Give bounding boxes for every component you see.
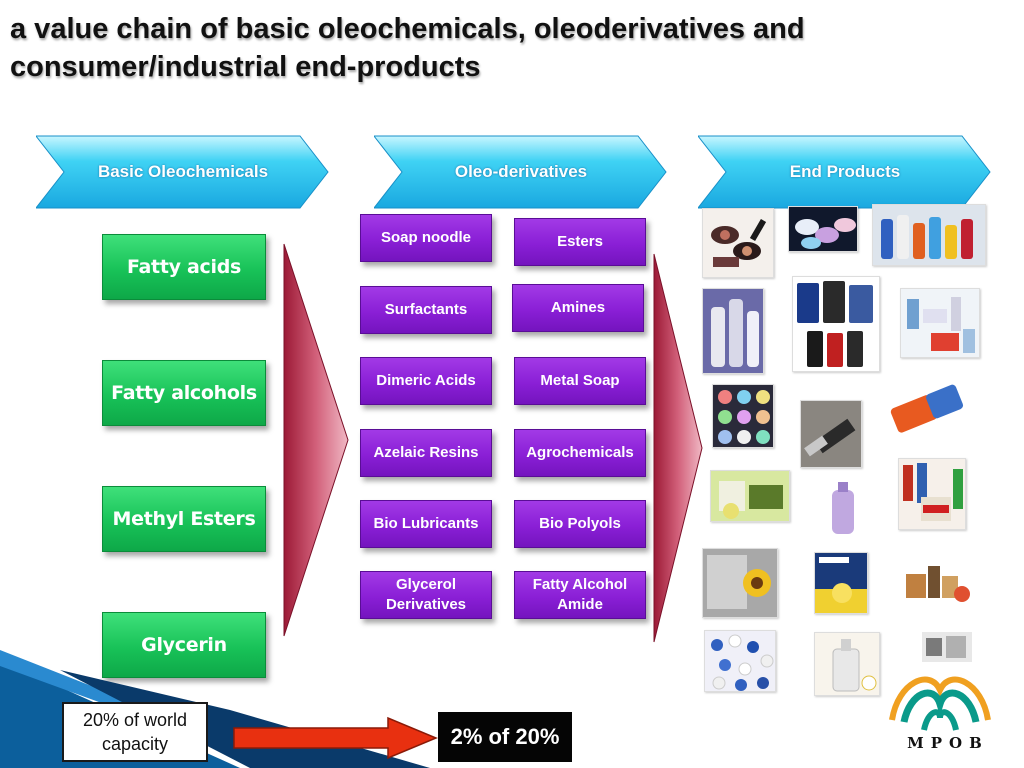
header-basic-oleochemicals: Basic Oleochemicals [36, 134, 330, 210]
product-image-personal-care [900, 288, 980, 358]
derivative-fatty-alcohol-amide: Fatty Alcohol Amide [514, 571, 646, 619]
derivative-soap-noodle: Soap noodle [360, 214, 492, 262]
product-image-scraper-tool [800, 400, 862, 468]
world-capacity-box: 20% of world capacity [62, 702, 208, 762]
flow-arrow-1 [283, 243, 349, 637]
product-image-food-pack [710, 470, 790, 522]
product-image-soap-bars [788, 206, 858, 252]
title-line-1: a value chain of basic oleochemicals, ol… [10, 13, 805, 45]
product-image-biodiesel [814, 552, 868, 614]
product-image-shampoo-bottles [702, 288, 764, 374]
basic-item-fatty-acids: Fatty acids [102, 234, 266, 300]
header-end-products: End Products [698, 134, 992, 210]
product-image-lubricant-cans [792, 276, 880, 372]
product-image-colored-pigments [712, 384, 774, 448]
mpob-logo-text: MPOB [907, 734, 989, 752]
flow-arrow-2 [653, 253, 703, 643]
title-line-2: consumer/industrial end-products [10, 51, 481, 83]
derivative-metal-soap: Metal Soap [514, 357, 646, 405]
product-image-eraser [884, 378, 968, 440]
basic-item-methyl-esters: Methyl Esters [102, 486, 266, 552]
basic-item-fatty-alcohols: Fatty alcohols [102, 360, 266, 426]
product-image-pills [704, 630, 776, 692]
derivative-amines: Amines [512, 284, 644, 332]
derivative-esters: Esters [514, 218, 646, 266]
derivative-dimeric-acids: Dimeric Acids [360, 357, 492, 405]
basic-item-glycerin: Glycerin [102, 612, 266, 678]
product-image-cleaning-bottles [872, 204, 986, 266]
derivative-surfactants: Surfactants [360, 286, 492, 334]
derivative-bio-lubricants: Bio Lubricants [360, 500, 492, 548]
share-ratio-box: 2% of 20% [438, 712, 572, 762]
product-image-map-sunflower [702, 548, 778, 618]
product-image-cosmetics [702, 208, 774, 278]
header-label: Basic Oleochemicals [97, 162, 269, 181]
page-title: a value chain of basic oleochemicals, ol… [10, 10, 1014, 86]
header-label: End Products [789, 162, 901, 181]
derivative-agrochemicals: Agrochemicals [514, 429, 646, 477]
product-image-fabric-softener [826, 480, 860, 536]
footer-arrow [233, 716, 438, 760]
product-image-tubes [922, 632, 972, 662]
product-image-consumer-goods [900, 556, 976, 610]
header-label: Oleo-derivatives [454, 162, 588, 181]
chevron-shape [36, 135, 329, 209]
derivative-azelaic-resins: Azelaic Resins [360, 429, 492, 477]
mpob-logo [889, 676, 991, 731]
derivative-bio-polyols: Bio Polyols [514, 500, 646, 548]
derivative-glycerol-derivatives: Glycerol Derivatives [360, 571, 492, 619]
product-image-adhesive-products [898, 458, 966, 530]
product-image-glycerin-bottle [814, 632, 880, 696]
header-oleo-derivatives: Oleo-derivatives [374, 134, 668, 210]
chevron-shape [374, 135, 667, 209]
